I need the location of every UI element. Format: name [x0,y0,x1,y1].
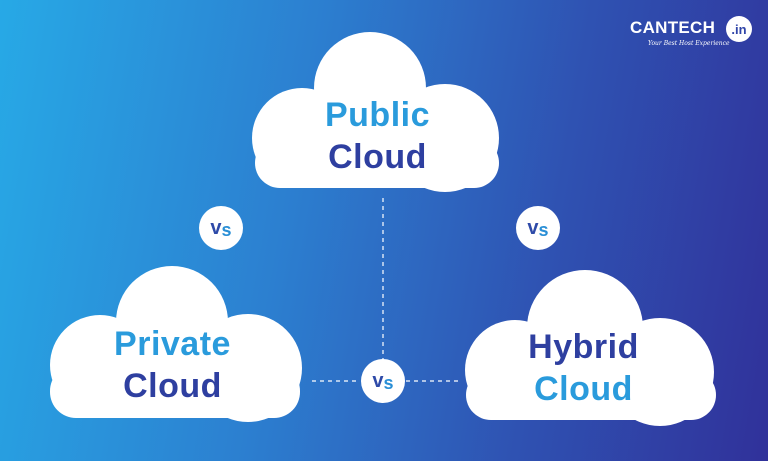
public-cloud-line2: Cloud [328,138,427,176]
private-cloud-line2: Cloud [123,367,222,405]
logo-tagline: Your Best Host Experience [648,40,730,47]
public-cloud-line1: Public [324,96,431,134]
vs-badge-left-s: s [221,219,232,240]
private-cloud-shape [50,266,302,422]
private-cloud-line1: Private [114,325,231,363]
private-cloud-label: Private Cloud [85,323,260,407]
vs-badge-right-s: s [538,219,549,240]
brand-logo: CANTECH .in Your Best Host Experience [630,16,754,52]
hybrid-cloud-line2: Cloud [534,370,633,408]
vs-badge-left-v: v [210,216,222,239]
public-cloud-label: Public Cloud [290,94,465,178]
public-cloud-shape [252,32,499,192]
logo-badge: .in [726,16,752,42]
vs-badge-bottom-s: s [383,372,394,393]
hybrid-cloud-shape [465,270,716,426]
vs-badge-right-v: v [527,216,539,239]
logo-wordmark: CANTECH [630,18,716,37]
hybrid-cloud-line1: Hybrid [528,328,639,366]
hybrid-cloud-label: Hybrid Cloud [496,326,671,410]
vs-badge-bottom-v: v [372,369,384,392]
